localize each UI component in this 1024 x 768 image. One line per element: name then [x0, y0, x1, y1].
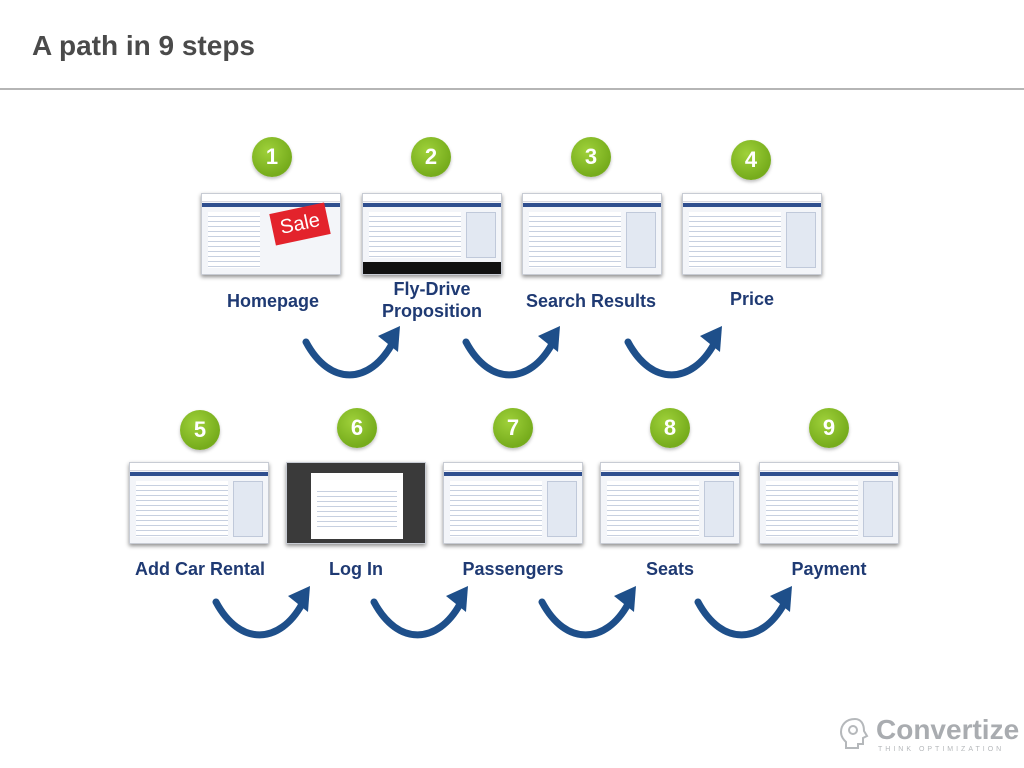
convertize-logo: Convertize THINK OPTIMIZATION: [838, 714, 1020, 760]
step-9-badge: 9: [809, 408, 849, 448]
step-3-label: Search Results: [525, 291, 657, 311]
step-2-label: Fly-Drive Proposition: [382, 279, 482, 321]
step-3-screenshot: [522, 193, 662, 275]
logo-tagline: THINK OPTIMIZATION: [878, 746, 1005, 753]
step-6-screenshot: [286, 462, 426, 544]
step-4-label: Price: [729, 289, 775, 309]
curved-arrow-icon: [462, 326, 560, 379]
curved-arrow-icon: [302, 326, 400, 379]
step-7-badge: 7: [493, 408, 533, 448]
step-9-label: Payment: [791, 559, 867, 579]
step-2-screenshot: [362, 193, 502, 275]
gear-head-icon: [839, 717, 869, 749]
step-7-label: Passengers: [462, 559, 564, 579]
sale-banner: Sale: [269, 202, 331, 246]
step-1-screenshot: Sale: [201, 193, 341, 275]
curved-arrow-icon: [624, 326, 722, 379]
logo-name: Convertize: [876, 714, 1020, 745]
page-title: A path in 9 steps: [32, 30, 256, 61]
step-5-badge: 5: [180, 410, 220, 450]
step-9-screenshot: [759, 462, 899, 544]
title-divider: [0, 88, 1024, 90]
step-6-label: Log In: [329, 559, 383, 579]
curved-arrow-icon: [212, 586, 310, 639]
curved-arrow-icon: [538, 586, 636, 639]
step-5-label: Add Car Rental: [134, 559, 266, 579]
curved-arrow-icon: [694, 586, 792, 639]
step-7-screenshot: [443, 462, 583, 544]
step-4-badge: 4: [731, 140, 771, 180]
curved-arrow-icon: [370, 586, 468, 639]
step-1-label: Homepage: [226, 291, 320, 311]
step-8-label: Seats: [645, 559, 695, 579]
step-2-badge: 2: [411, 137, 451, 177]
step-3-badge: 3: [571, 137, 611, 177]
step-1-badge: 1: [252, 137, 292, 177]
step-8-screenshot: [600, 462, 740, 544]
step-8-badge: 8: [650, 408, 690, 448]
step-6-badge: 6: [337, 408, 377, 448]
step-4-screenshot: [682, 193, 822, 275]
step-5-screenshot: [129, 462, 269, 544]
